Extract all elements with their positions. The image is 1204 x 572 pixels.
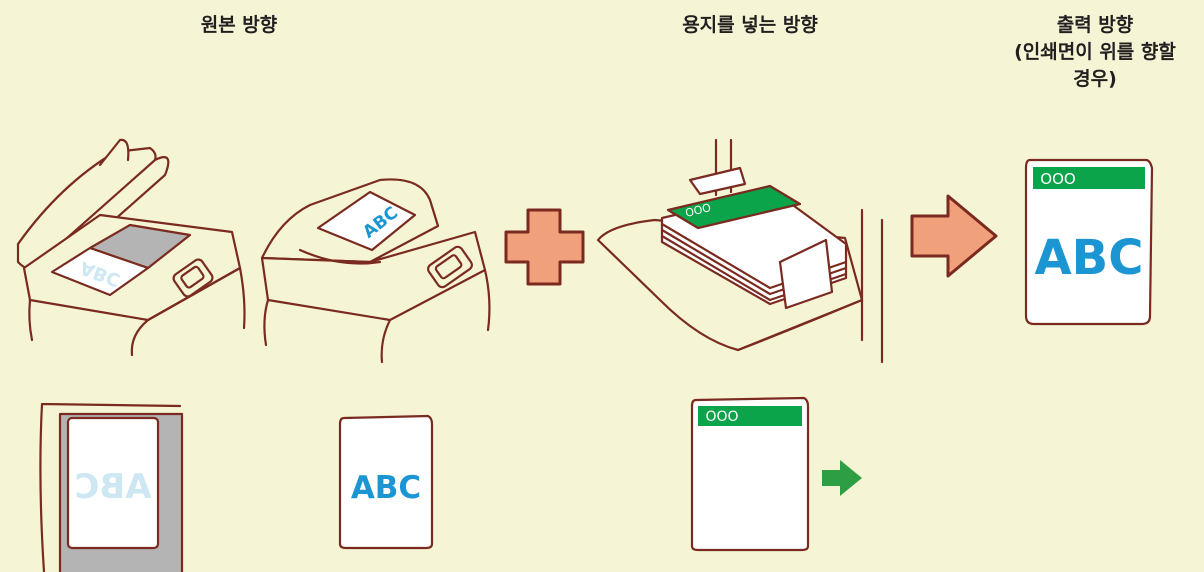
right-arrow-icon [910,194,998,278]
heading-output-orientation: 출력 방향 (인쇄면이 위를 향할 경우) [1000,12,1190,93]
scanner-feeder-icon [260,178,491,364]
output-header-bar [1033,167,1145,189]
output-page-text: ABC [1035,230,1144,286]
mirrored-doc-text: ABC [74,467,151,507]
scanner-open-platen-icon [16,138,246,357]
output-header-text: OOO [1040,170,1075,188]
paper-header-bar [698,406,802,426]
face-up-doc-text: ABC [351,470,421,506]
paper-tray-icon [596,138,884,364]
tray-header-text: OOO [684,201,713,220]
heading-output-line1: 출력 방향 [1056,14,1134,36]
heading-original-orientation: 원본 방향 [200,14,278,36]
plus-icon [504,208,585,286]
output-page-icon [1024,158,1154,326]
feed-direction-arrow-icon [822,460,862,496]
glass-mirrored-doc-icon [39,402,184,572]
heading-output-line2: (인쇄면이 위를 향할 [1014,41,1176,63]
heading-paper-loading-orientation: 용지를 넣는 방향 [682,14,818,36]
heading-output-line3: 경우) [1073,68,1117,90]
document-face-up-icon [338,414,434,550]
paper-header-text: OOO [705,409,738,425]
paper-loading-icon [690,396,810,552]
